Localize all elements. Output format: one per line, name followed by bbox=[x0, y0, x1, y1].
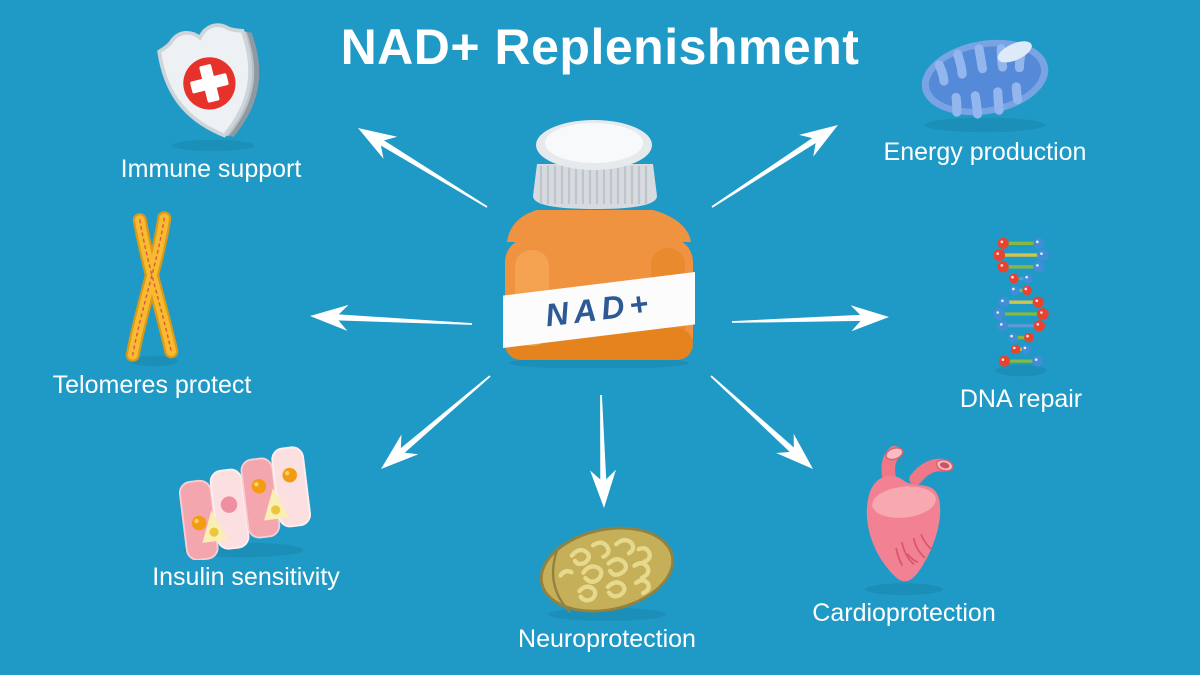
chromosome-icon bbox=[125, 211, 179, 367]
bottle-cap bbox=[533, 120, 657, 209]
benefit-label: Telomeres protect bbox=[52, 371, 252, 399]
icon-shadow bbox=[995, 364, 1047, 377]
benefit-telomeres-protect: Telomeres protect bbox=[32, 206, 272, 400]
page-title: NAD+ Replenishment bbox=[340, 19, 860, 75]
supplement-bottle-icon: NAD+ bbox=[496, 120, 702, 369]
icon-shadow bbox=[924, 117, 1046, 133]
benefit-label: DNA repair bbox=[959, 385, 1083, 413]
arrow-to-cardioprotection bbox=[710, 375, 813, 469]
arrow-to-energy-production bbox=[711, 125, 838, 208]
mitochondria-icon bbox=[921, 39, 1049, 133]
dna-helix-icon bbox=[993, 237, 1049, 377]
arrow-to-dna-repair bbox=[731, 305, 889, 332]
benefit-label: Immune support bbox=[120, 155, 302, 183]
medical-cross bbox=[190, 64, 229, 103]
arrow-to-immune-support bbox=[358, 128, 488, 208]
dna-strands bbox=[993, 237, 1049, 367]
benefit-insulin-sensitivity: Insulin sensitivity bbox=[106, 446, 386, 592]
benefit-label: Neuroprotection bbox=[518, 625, 696, 653]
benefit-label: Insulin sensitivity bbox=[152, 563, 340, 591]
icon-shadow bbox=[129, 355, 179, 367]
cell-membrane-icon bbox=[178, 446, 311, 560]
arrow-to-telomeres-protect bbox=[310, 304, 473, 331]
chromosome-dna-strand bbox=[132, 217, 172, 356]
benefit-neuroprotection: Neuroprotection bbox=[467, 522, 747, 654]
brain-gyri bbox=[558, 538, 652, 603]
arrow-to-insulin-sensitivity bbox=[381, 375, 491, 469]
benefit-label: Cardioprotection bbox=[812, 599, 996, 627]
nad-bottle: NAD+ bbox=[496, 112, 702, 369]
heart-icon bbox=[865, 446, 954, 596]
bottle-cap-ribs bbox=[539, 166, 648, 204]
benefit-energy-production: Energy production bbox=[845, 30, 1125, 167]
brain-icon bbox=[539, 526, 675, 622]
benefit-immune-support: Immune support bbox=[91, 12, 331, 184]
icon-shadow bbox=[865, 583, 943, 596]
arrow-to-neuroprotection bbox=[589, 394, 616, 508]
shield-cross-icon bbox=[157, 23, 260, 152]
icon-shadow bbox=[171, 139, 254, 152]
bottle-label-band: NAD+ bbox=[496, 271, 702, 348]
benefit-label: Energy production bbox=[883, 138, 1087, 166]
heart-veins bbox=[895, 534, 933, 566]
benefit-cardioprotection: Cardioprotection bbox=[764, 446, 1044, 628]
benefit-dna-repair: DNA repair bbox=[911, 230, 1131, 414]
